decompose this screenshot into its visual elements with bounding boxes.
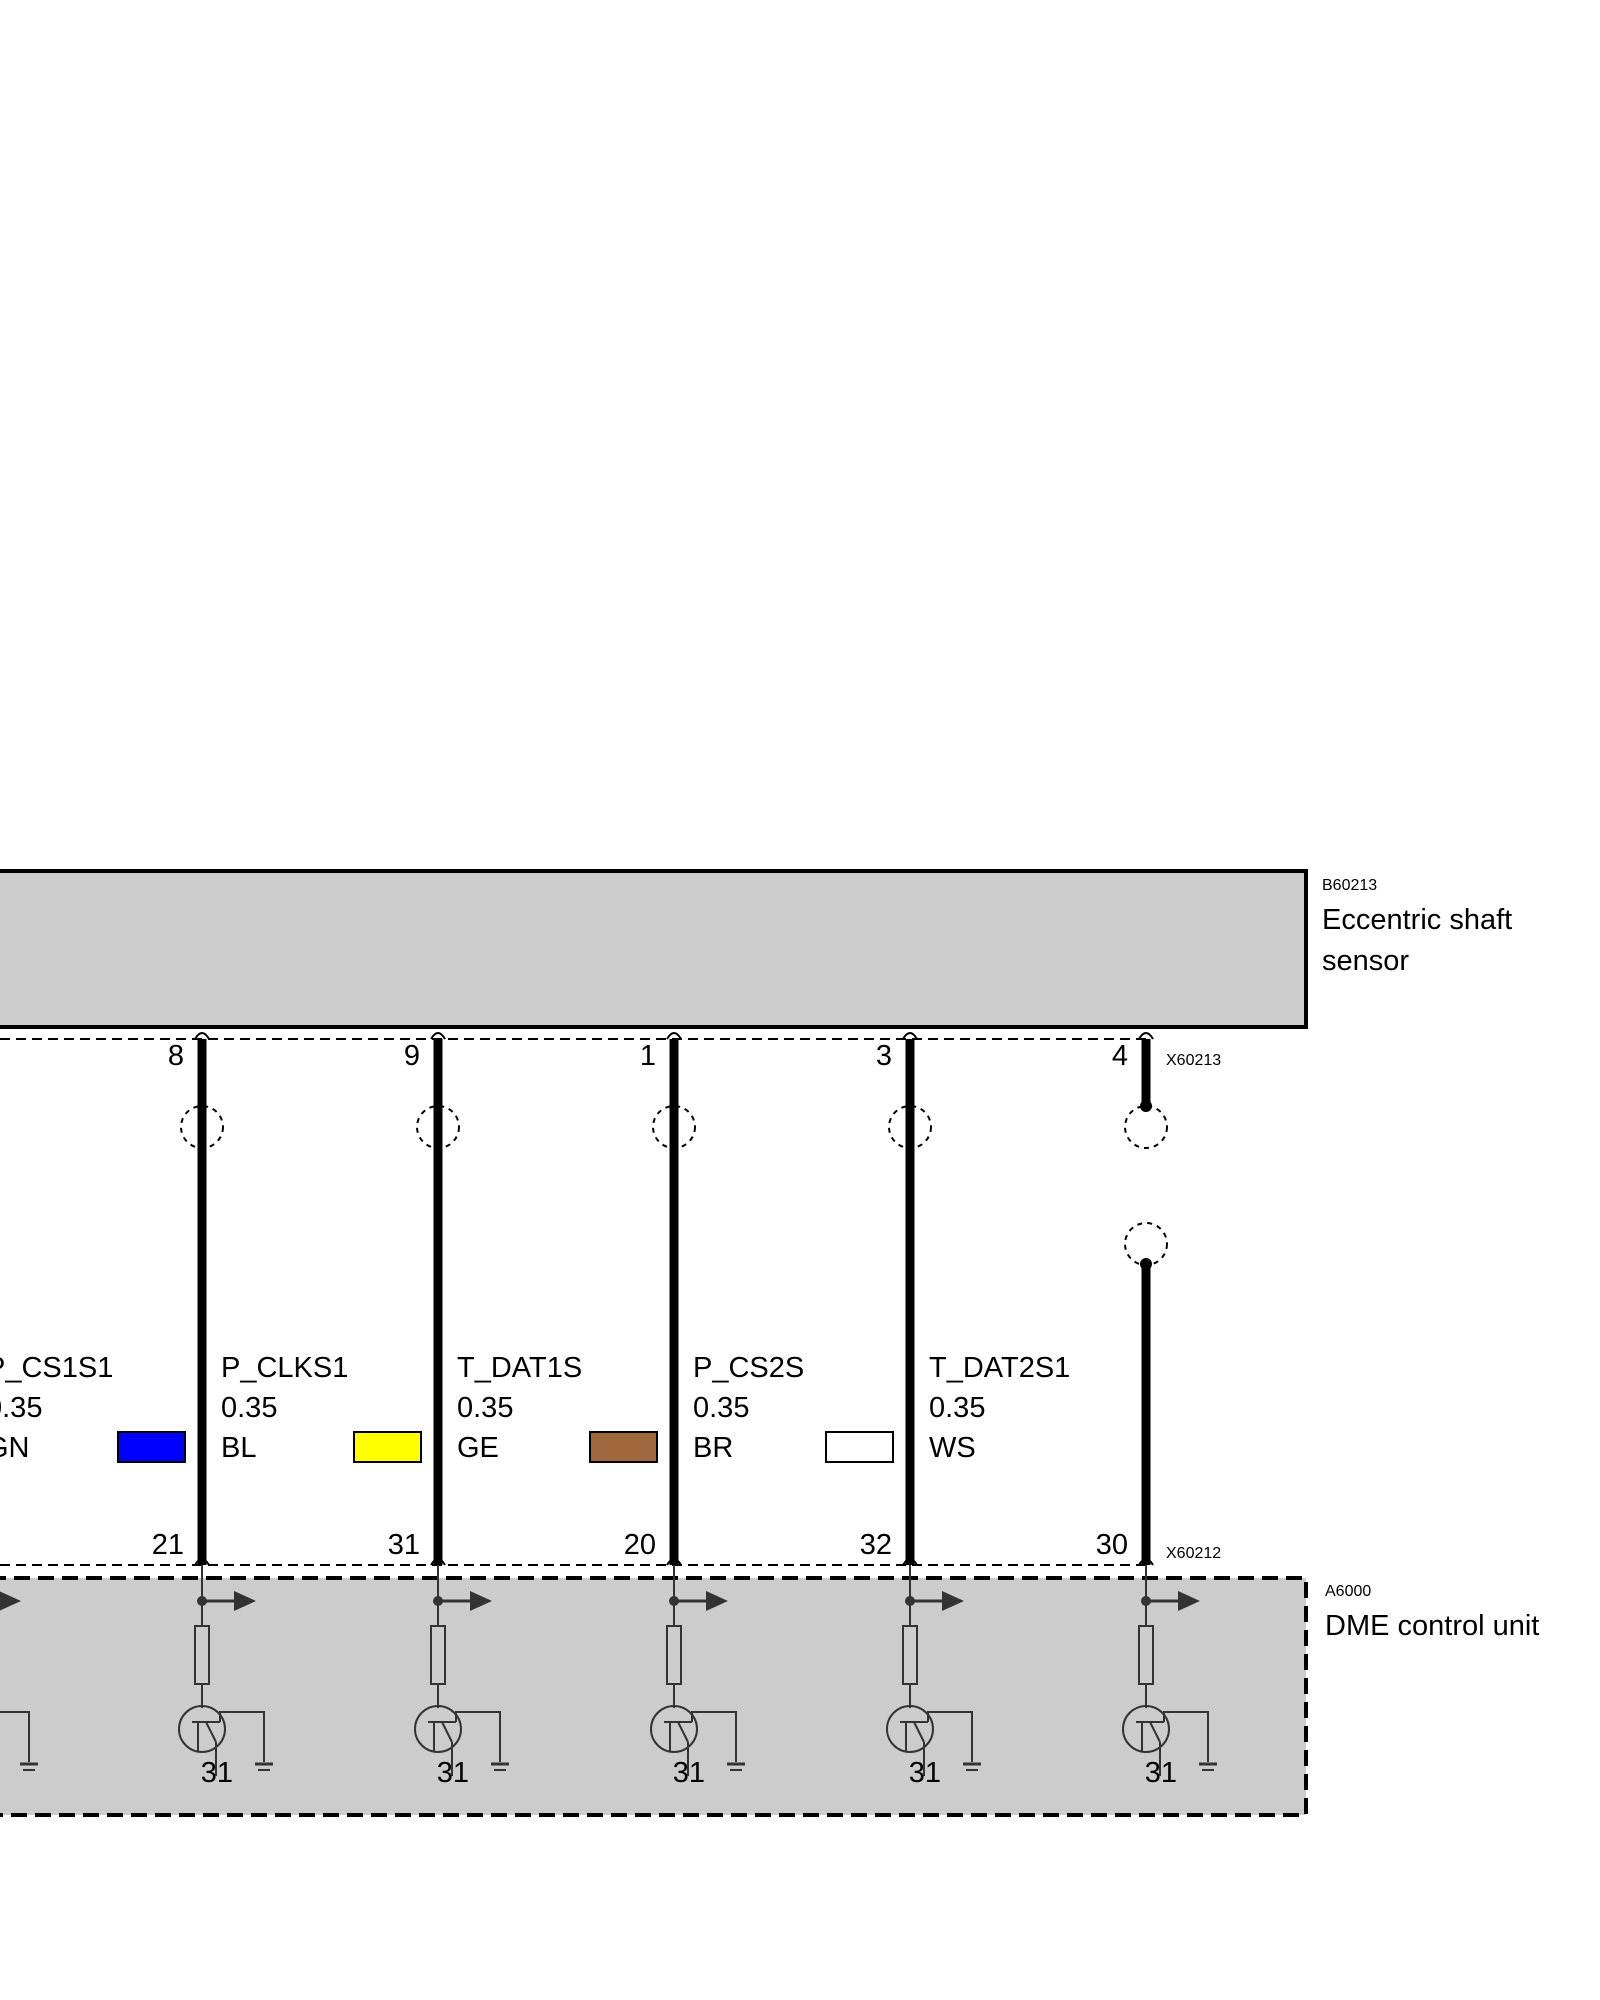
shield-circle xyxy=(416,1105,460,1149)
bottom-pin-label: 20 xyxy=(624,1529,656,1561)
ground-terminal-label: 31 xyxy=(673,1757,705,1789)
wire-name-label: T_DAT2S1 xyxy=(929,1352,1070,1384)
transistor-emitter xyxy=(1149,1721,1161,1743)
bottom-pin-label: 30 xyxy=(1096,1529,1128,1561)
wire-name-label: P_CS1S1 xyxy=(0,1352,113,1384)
pin-contact xyxy=(666,1032,682,1040)
wire-0 xyxy=(0,1591,38,1771)
top-pin-label: 9 xyxy=(404,1040,420,1072)
ground-terminal-label: 31 xyxy=(437,1757,469,1789)
top-pin-label: 1 xyxy=(640,1040,656,1072)
signal-arrow-icon xyxy=(234,1591,256,1611)
sensor-name-line1: Eccentric shaft xyxy=(1322,904,1512,936)
ground-terminal-label: 31 xyxy=(1145,1757,1177,1789)
disconnect-circle xyxy=(1124,1105,1168,1149)
control-unit-id: A6000 xyxy=(1325,1583,1371,1600)
control-unit-box xyxy=(0,1576,1308,1817)
wire-color-code-label: GN xyxy=(0,1432,30,1464)
pin-contact xyxy=(666,1558,682,1566)
wire-name-label: P_CS2S xyxy=(693,1352,804,1384)
wire-color-swatch xyxy=(825,1431,894,1463)
ground-terminal-label: 31 xyxy=(909,1757,941,1789)
shield-circle xyxy=(652,1105,696,1149)
pin-contact xyxy=(902,1558,918,1566)
resistor-icon xyxy=(902,1625,918,1685)
control-unit-name: DME control unit xyxy=(1325,1610,1539,1642)
bottom-pin-label: 21 xyxy=(152,1529,184,1561)
wire-5 xyxy=(1122,1032,1217,1776)
transistor-icon xyxy=(178,1705,226,1753)
wire-3 xyxy=(589,1032,745,1776)
sensor-id: B60213 xyxy=(1322,877,1377,894)
wire-gauge-label: 0.35 xyxy=(457,1392,513,1424)
ground-terminal-label: 31 xyxy=(201,1757,233,1789)
wire-2 xyxy=(353,1032,509,1776)
wire-gauge-label: 0.35 xyxy=(693,1392,749,1424)
transistor-icon xyxy=(650,1705,698,1753)
pin-contact xyxy=(1138,1558,1154,1566)
wire-gauge-label: 0.35 xyxy=(0,1392,42,1424)
top-pin-label: 8 xyxy=(168,1040,184,1072)
transistor-icon xyxy=(886,1705,934,1753)
pin-contact xyxy=(1138,1032,1154,1040)
ground-lead xyxy=(219,1711,265,1762)
resistor-icon xyxy=(430,1625,446,1685)
sensor-name-line2: sensor xyxy=(1322,945,1409,977)
resistor-icon xyxy=(194,1625,210,1685)
wire-name-label: T_DAT1S xyxy=(457,1352,582,1384)
ground-lead xyxy=(1163,1711,1209,1762)
sensor-component-box xyxy=(0,869,1308,1029)
transistor-emitter xyxy=(913,1721,925,1743)
ground-lead xyxy=(0,1711,30,1762)
bottom-pin-label: 32 xyxy=(860,1529,892,1561)
wire-end-dot xyxy=(1140,1100,1152,1112)
wires-layer: P_CS1S10.35GN31821P_CLKS10.35BL31931T_DA… xyxy=(0,1032,1217,1789)
pin-contact xyxy=(194,1558,210,1566)
wire-color-swatch xyxy=(117,1431,186,1463)
resistor-icon xyxy=(1138,1625,1154,1685)
transistor-icon xyxy=(414,1705,462,1753)
wire-1 xyxy=(117,1032,273,1776)
pin-contact xyxy=(902,1032,918,1040)
transistor-emitter xyxy=(205,1721,217,1743)
shield-circle xyxy=(180,1105,224,1149)
wire-name-label: P_CLKS1 xyxy=(221,1352,348,1384)
wire-4 xyxy=(825,1032,981,1776)
wire-color-code-label: BR xyxy=(693,1432,733,1464)
top-pin-label: 4 xyxy=(1112,1040,1128,1072)
ground-lead xyxy=(691,1711,737,1762)
transistor-emitter xyxy=(441,1721,453,1743)
shield-circle xyxy=(888,1105,932,1149)
signal-arrow-icon xyxy=(942,1591,964,1611)
wire-color-code-label: BL xyxy=(221,1432,256,1464)
wire-color-code-label: WS xyxy=(929,1432,976,1464)
transistor-emitter xyxy=(677,1721,689,1743)
ground-lead xyxy=(455,1711,501,1762)
wire-color-code-label: GE xyxy=(457,1432,499,1464)
transistor-icon xyxy=(1122,1705,1170,1753)
bottom-pin-label: 31 xyxy=(388,1529,420,1561)
wire-color-swatch xyxy=(353,1431,422,1463)
wire-gauge-label: 0.35 xyxy=(221,1392,277,1424)
signal-arrow-icon xyxy=(1178,1591,1200,1611)
wire-gauge-label: 0.35 xyxy=(929,1392,985,1424)
signal-arrow-icon xyxy=(706,1591,728,1611)
pin-contact xyxy=(430,1558,446,1566)
pin-contact xyxy=(194,1032,210,1040)
wire-color-swatch xyxy=(589,1431,658,1463)
signal-arrow-icon xyxy=(470,1591,492,1611)
pin-contact xyxy=(430,1032,446,1040)
control-unit-connector-id: X60212 xyxy=(1166,1545,1221,1562)
signal-arrow-icon xyxy=(0,1591,21,1611)
sensor-connector-id: X60213 xyxy=(1166,1052,1221,1069)
ground-lead xyxy=(927,1711,973,1762)
top-pin-label: 3 xyxy=(876,1040,892,1072)
resistor-icon xyxy=(666,1625,682,1685)
